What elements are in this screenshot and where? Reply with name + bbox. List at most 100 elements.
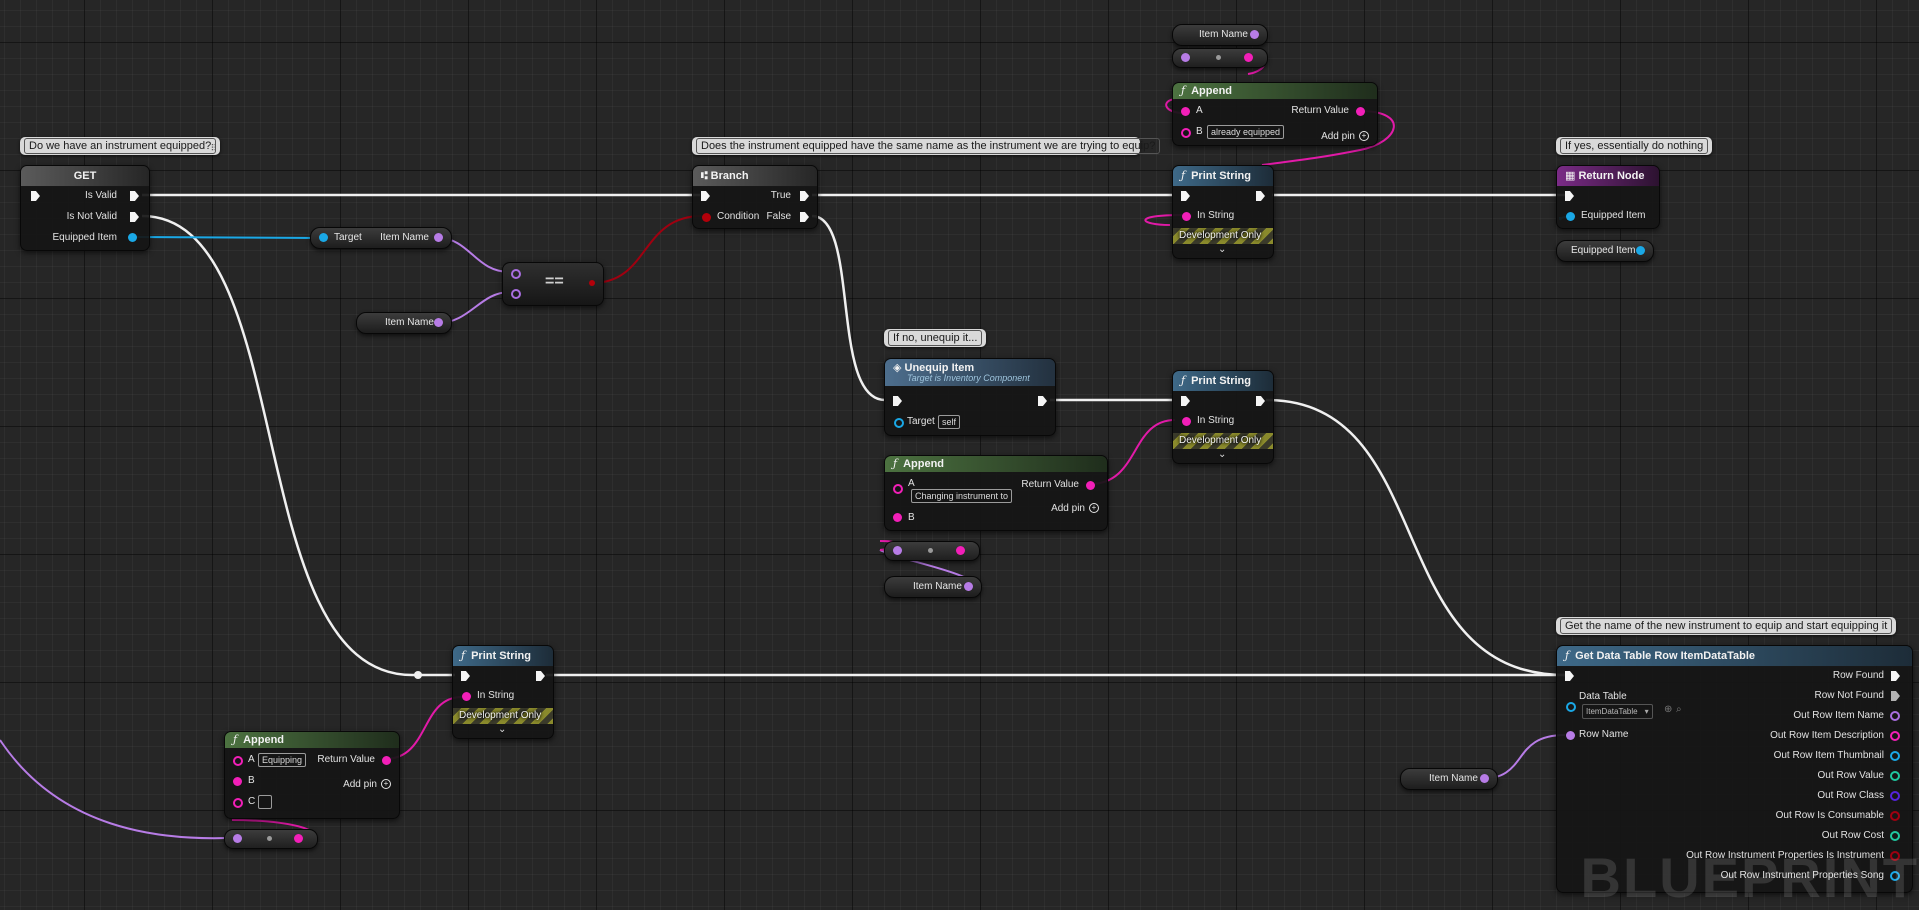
condition-pin[interactable] [702, 213, 711, 222]
out-row-value-pin[interactable] [1890, 771, 1900, 781]
data-table-pin[interactable] [1566, 702, 1576, 712]
return-value-pin[interactable] [382, 756, 391, 765]
append-a-input[interactable]: Equipping [258, 753, 307, 767]
equipped-item-pin[interactable] [1566, 212, 1575, 221]
get-node[interactable]: GET Is Valid Is Not Valid Equipped Item [20, 165, 150, 251]
in-string-pin[interactable] [1182, 417, 1191, 426]
false-pin[interactable] [800, 212, 809, 222]
comment-same-name[interactable]: Does the instrument equipped have the sa… [692, 137, 1161, 155]
append-c-input[interactable] [258, 795, 272, 809]
append-b-input[interactable]: already equipped [1207, 125, 1285, 139]
conversion-in-pin[interactable] [1181, 53, 1190, 62]
append-a-pin[interactable] [233, 756, 243, 766]
add-pin-button[interactable]: Add pin+ [1051, 503, 1099, 514]
chevron-down-icon[interactable]: ⌄ [1218, 244, 1227, 255]
comment-if-yes[interactable]: If yes, essentially do nothing [1556, 137, 1713, 155]
append-b-pin[interactable] [233, 777, 242, 786]
equals-b-pin[interactable] [511, 289, 521, 299]
equipped-item-pin[interactable] [128, 233, 137, 242]
conversion-out-pin[interactable] [956, 546, 965, 555]
out-row-item-thumbnail-pin[interactable] [1890, 751, 1900, 761]
exec-out-pin[interactable] [1256, 191, 1265, 201]
out-row-is-consumable-pin[interactable] [1890, 811, 1900, 821]
is-not-valid-pin[interactable] [130, 212, 139, 222]
equals-node[interactable]: == [502, 262, 604, 306]
row-name-pin[interactable] [1566, 731, 1575, 740]
append-a-pin[interactable] [1181, 107, 1190, 116]
append-b-pin[interactable] [893, 513, 902, 522]
row-not-found-pin[interactable] [1891, 691, 1900, 701]
conversion-out-pin[interactable] [294, 834, 303, 843]
item-name-variable[interactable]: Item Name [356, 312, 452, 334]
return-node[interactable]: ▦ Return Node Equipped Item [1556, 165, 1660, 229]
conversion-in-pin[interactable] [233, 834, 242, 843]
browse-icon[interactable]: ⊕ [1664, 704, 1673, 715]
append-a-input[interactable]: Changing instrument to [911, 489, 1013, 503]
add-pin-button[interactable]: Add pin+ [343, 779, 391, 790]
conversion-node-bottom[interactable] [224, 829, 318, 849]
data-table-dropdown[interactable]: ItemDataTable [1582, 704, 1653, 719]
chevron-down-icon[interactable]: ⌄ [1218, 449, 1227, 460]
item-name-out-pin[interactable] [434, 233, 443, 242]
unequip-item-node[interactable]: ◈ Unequip Item Target is Inventory Compo… [884, 358, 1056, 436]
equals-a-pin[interactable] [511, 269, 521, 279]
chevron-down-icon[interactable]: ⌄ [498, 724, 507, 735]
out-row-cost-pin[interactable] [1890, 831, 1900, 841]
out-row-item-description-pin[interactable] [1890, 731, 1900, 741]
item-name-variable-bottom[interactable]: Item Name [1400, 768, 1498, 790]
target-pin[interactable] [319, 233, 328, 242]
equals-result-pin[interactable] [589, 280, 595, 286]
search-icon[interactable]: ⌕ [1676, 704, 1682, 715]
equipped-item-variable[interactable]: Equipped Item [1556, 240, 1654, 262]
exec-out-pin[interactable] [536, 671, 545, 681]
append-a-pin[interactable] [893, 484, 903, 494]
item-name-variable-mid[interactable]: Item Name [884, 576, 982, 598]
conversion-node-mid[interactable] [884, 541, 980, 561]
in-string-pin[interactable] [462, 692, 471, 701]
exec-in-pin[interactable] [461, 671, 470, 681]
item-name-variable-top[interactable]: Item Name [1172, 24, 1268, 46]
out-row-is-instrument-pin[interactable] [1890, 851, 1900, 861]
exec-out-pin[interactable] [1256, 396, 1265, 406]
row-found-pin[interactable] [1891, 671, 1900, 681]
target-self-value[interactable]: self [938, 415, 961, 429]
is-valid-pin[interactable] [130, 191, 139, 201]
exec-in-pin[interactable] [893, 396, 902, 406]
out-row-class-pin[interactable] [1890, 791, 1900, 801]
item-name-var-pin[interactable] [1480, 774, 1489, 783]
in-string-pin[interactable] [1182, 212, 1191, 221]
comment-get-name[interactable]: Get the name of the new instrument to eq… [1556, 617, 1897, 635]
exec-out-pin[interactable] [1038, 396, 1047, 406]
exec-in-pin[interactable] [1565, 671, 1574, 681]
exec-in-pin[interactable] [31, 191, 40, 201]
return-value-pin[interactable] [1086, 481, 1095, 490]
target-pin[interactable] [894, 418, 904, 428]
exec-in-pin[interactable] [1565, 191, 1574, 201]
add-pin-button[interactable]: Add pin+ [1321, 131, 1369, 142]
get-item-name-node[interactable]: Target Item Name [310, 227, 452, 249]
item-name-var-pin[interactable] [964, 582, 973, 591]
true-pin[interactable] [800, 191, 809, 201]
return-value-pin[interactable] [1356, 107, 1365, 116]
comment-if-no[interactable]: If no, unequip it... [884, 329, 987, 347]
out-row-song-pin[interactable] [1890, 871, 1900, 881]
out-row-item-name-pin[interactable] [1890, 711, 1900, 721]
conversion-node-top[interactable] [1172, 48, 1268, 68]
item-name-var-pin[interactable] [1250, 30, 1259, 39]
item-name-var-pin[interactable] [434, 318, 443, 327]
conversion-in-pin[interactable] [893, 546, 902, 555]
branch-node[interactable]: ⑆ Branch True Condition False [692, 165, 818, 229]
exec-in-pin[interactable] [1181, 396, 1190, 406]
equipped-item-var-pin[interactable] [1636, 246, 1645, 255]
append-b-pin[interactable] [1181, 128, 1191, 138]
conversion-out-pin[interactable] [1244, 53, 1253, 62]
append-c-pin[interactable] [233, 798, 243, 808]
branch-exec-in[interactable] [701, 191, 710, 201]
